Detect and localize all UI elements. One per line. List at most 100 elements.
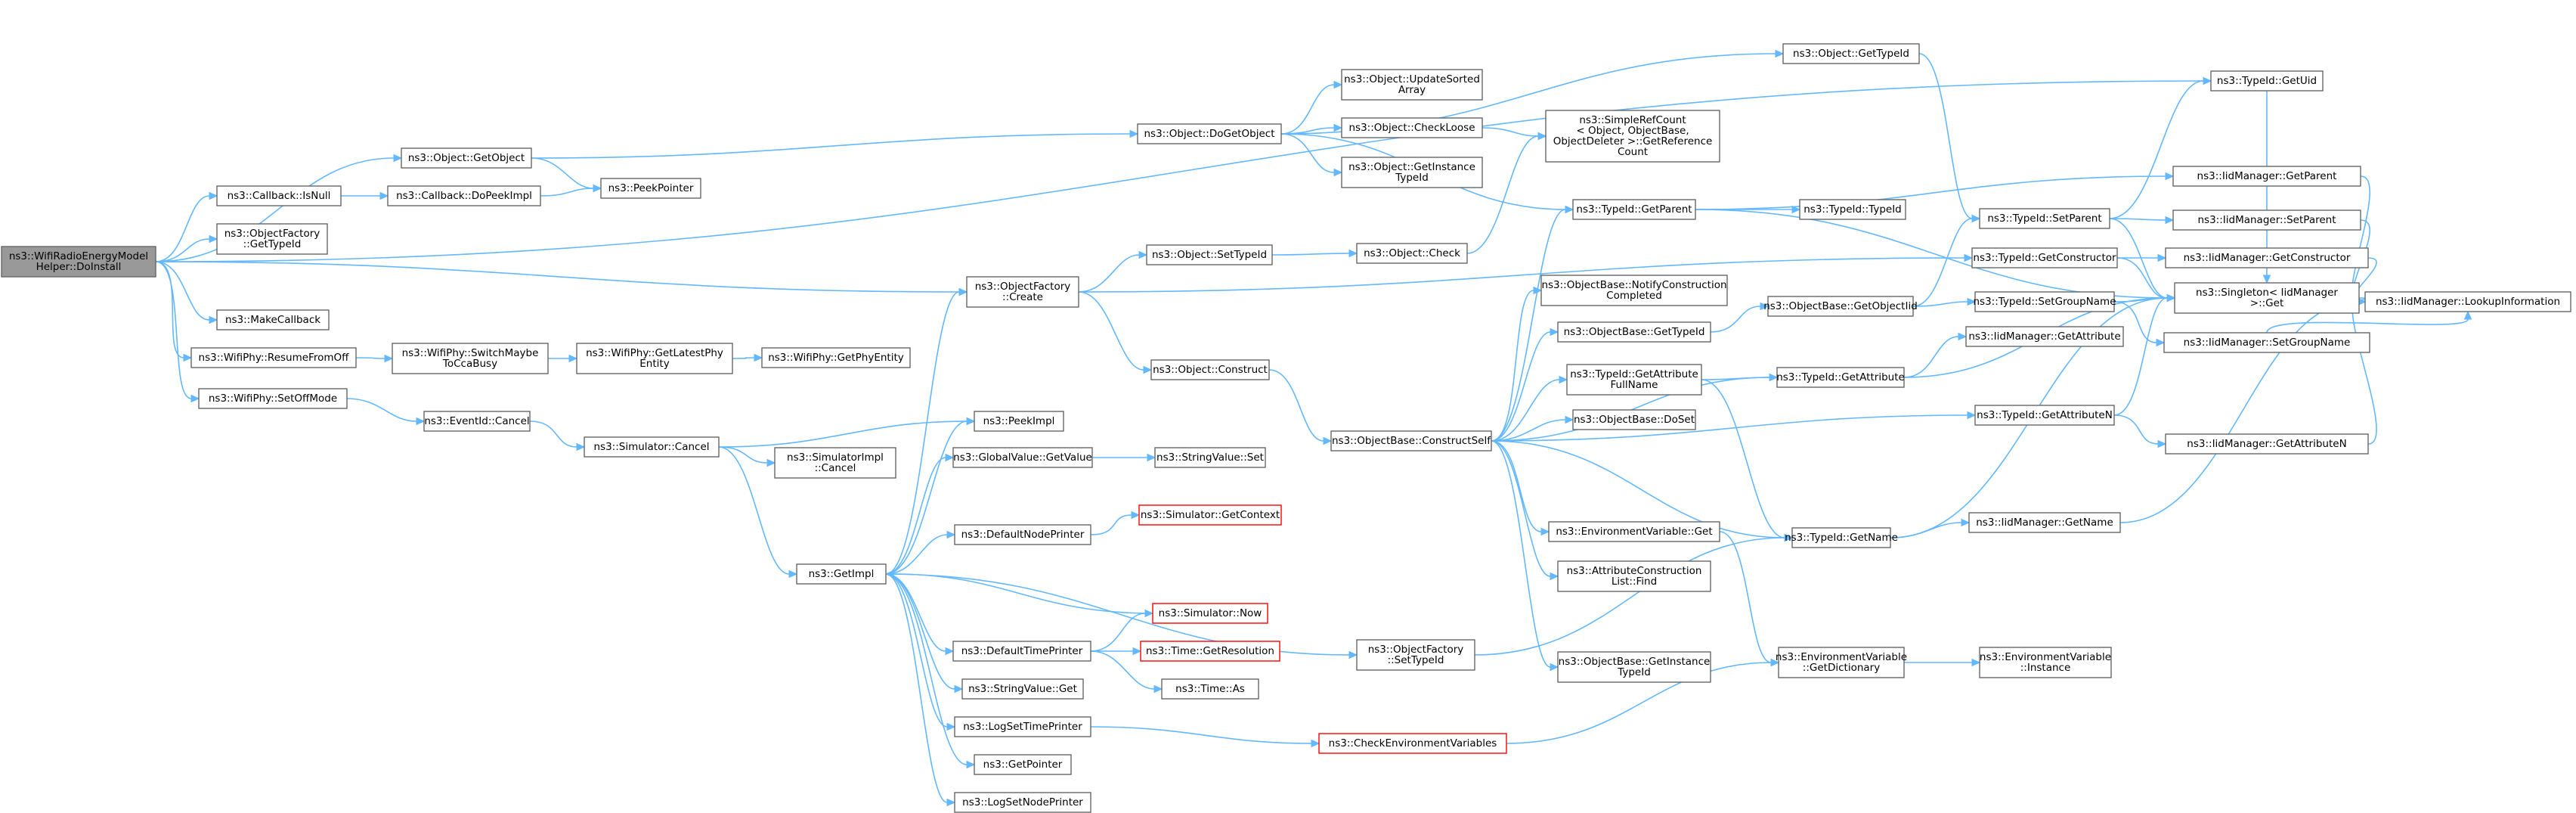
graph-node[interactable]: ns3::Callback::IsNull: [216, 185, 342, 206]
graph-node[interactable]: ns3::ObjectFactory::Create: [966, 276, 1079, 308]
graph-node[interactable]: ns3::LogSetTimePrinter: [954, 716, 1091, 737]
arrowhead: [1967, 297, 1977, 306]
node-label: List::Find: [1612, 576, 1657, 588]
node-box: [1979, 208, 2110, 229]
graph-node[interactable]: ns3::DefaultTimePrinter: [952, 641, 1091, 662]
graph-node[interactable]: ns3::GetPointer: [974, 754, 1072, 775]
graph-node[interactable]: ns3::Object::Construct: [1150, 359, 1270, 380]
graph-node[interactable]: ns3::Object::CheckLoose: [1341, 117, 1483, 138]
graph-node[interactable]: ns3::CheckEnvironmentVariables: [1318, 733, 1507, 754]
graph-node[interactable]: ns3::WifiPhy::SetOffMode: [198, 388, 348, 409]
node-box: [1341, 69, 1483, 101]
graph-node[interactable]: ns3::GlobalValue::GetValue: [952, 447, 1093, 468]
arrowhead: [1550, 572, 1559, 581]
graph-node[interactable]: ns3::LogSetNodePrinter: [954, 792, 1091, 813]
graph-node[interactable]: ns3::TypeId::GetUid: [2210, 70, 2324, 92]
arrowhead: [1760, 302, 1769, 311]
arrowhead: [1784, 533, 1794, 542]
graph-node[interactable]: ns3::ObjectFactory::SetTypeId: [1356, 639, 1475, 671]
node-box: [1540, 275, 1728, 306]
graph-node[interactable]: ns3::EventId::Cancel: [423, 411, 531, 432]
graph-node[interactable]: ns3::TypeId::GetConstructor: [1971, 247, 2118, 268]
graph-node[interactable]: ns3::Simulator::Cancel: [584, 436, 720, 458]
graph-node[interactable]: ns3::Object::GetObject: [401, 147, 532, 169]
graph-node[interactable]: ns3::SimulatorImpl::Cancel: [774, 447, 896, 479]
node-box: [966, 276, 1079, 308]
node-label: ns3::IidManager::GetConstructor: [2184, 252, 2351, 264]
graph-node[interactable]: ns3::Object::Check: [1356, 243, 1468, 264]
graph-node[interactable]: ns3::IidManager::GetName: [1968, 512, 2121, 533]
graph-node[interactable]: ns3::TypeId::GetName: [1785, 527, 1898, 548]
node-box: [954, 792, 1091, 813]
graph-node[interactable]: ns3::Singleton< IidManager >::Get: [2174, 282, 2360, 314]
graph-node[interactable]: ns3::Object::SetTypeId: [1146, 244, 1273, 265]
graph-node[interactable]: ns3::ObjectBase::GetTypeId: [1557, 321, 1711, 343]
call-edge: [885, 457, 946, 575]
graph-node[interactable]: ns3::PeekPointer: [600, 178, 701, 199]
graph-node[interactable]: ns3::WifiPhy::ResumeFromOff: [190, 347, 357, 368]
graph-node[interactable]: ns3::TypeId::GetParent: [1572, 199, 1696, 220]
graph-node[interactable]: ns3::EnvironmentVariable::GetDictionary: [1776, 647, 1907, 678]
graph-node[interactable]: ns3::TypeId::SetParent: [1979, 208, 2110, 229]
node-box: [1968, 512, 2121, 533]
graph-node[interactable]: ns3::Object::DoGetObject: [1137, 123, 1282, 144]
graph-node[interactable]: ns3::MakeCallback: [216, 309, 330, 330]
graph-node[interactable]: ns3::WifiPhy::GetPhyEntity: [761, 347, 911, 368]
graph-node[interactable]: ns3::GetImpl: [796, 563, 887, 585]
node-label: ns3::EnvironmentVariable: [1980, 651, 2111, 663]
node-box: [1974, 291, 2115, 312]
graph-node[interactable]: ns3::Object::GetTypeId: [1782, 43, 1920, 64]
call-edge: [1090, 613, 1146, 652]
graph-node[interactable]: ns3::TypeId::GetAttributeN: [1974, 405, 2115, 426]
call-edge: [885, 291, 960, 575]
graph-node[interactable]: ns3::IidManager::GetParent: [2172, 166, 2361, 187]
graph-node[interactable]: ns3::PeekImpl: [974, 411, 1064, 432]
graph-node[interactable]: ns3::Callback::DoPeekImpl: [387, 185, 541, 206]
graph-node[interactable]: ns3::IidManager::GetConstructor: [2165, 247, 2369, 268]
arrowhead: [1971, 214, 1981, 223]
graph-node[interactable]: ns3::WifiRadioEnergyModelHelper::DoInsta…: [1, 246, 156, 278]
graph-node[interactable]: ns3::ObjectBase::GetObjectIid: [1763, 296, 1918, 317]
graph-node[interactable]: ns3::DefaultNodePrinter: [954, 524, 1091, 545]
call-edge: [1466, 135, 1539, 254]
graph-node[interactable]: ns3::StringValue::Get: [961, 678, 1084, 700]
node-box: [1974, 405, 2115, 426]
graph-node[interactable]: ns3::IidManager::SetParent: [2172, 209, 2361, 231]
graph-node[interactable]: ns3::IidManager::GetAttributeN: [2165, 433, 2369, 455]
graph-node[interactable]: ns3::IidManager::GetAttribute: [1965, 326, 2124, 347]
graph-node[interactable]: ns3::ObjectBase::ConstructSelf: [1330, 430, 1492, 451]
graph-node[interactable]: ns3::EnvironmentVariable::Get: [1548, 521, 1720, 542]
node-box: [2364, 291, 2571, 312]
graph-node[interactable]: ns3::SimpleRefCount< Object, ObjectBase,…: [1545, 110, 1720, 163]
arrowhead: [1537, 132, 1547, 141]
graph-node[interactable]: ns3::TypeId::GetAttribute: [1776, 367, 1905, 388]
arrowhead: [1971, 658, 1981, 667]
call-edge: [1090, 650, 1155, 690]
graph-node[interactable]: ns3::Simulator::Now: [1152, 603, 1268, 624]
arrowhead: [1770, 658, 1780, 667]
node-label: ns3::ObjectFactory: [975, 281, 1071, 293]
graph-node[interactable]: ns3::Time::GetResolution: [1140, 641, 1280, 662]
graph-node[interactable]: ns3::ObjectFactory::GetTypeId: [216, 223, 328, 255]
graph-node[interactable]: ns3::ObjectBase::NotifyConstructionCompl…: [1540, 275, 1728, 306]
graph-node[interactable]: ns3::StringValue::Set: [1154, 447, 1266, 468]
graph-node[interactable]: ns3::Simulator::GetContext: [1138, 504, 1282, 526]
graph-node[interactable]: ns3::EnvironmentVariable::Instance: [1979, 647, 2112, 678]
call-edge: [718, 420, 968, 448]
graph-node[interactable]: ns3::TypeId::TypeId: [1799, 199, 1906, 220]
graph-node[interactable]: ns3::IidManager::SetGroupName: [2163, 332, 2370, 353]
call-edge: [155, 261, 184, 358]
graph-node[interactable]: ns3::TypeId::SetGroupName: [1973, 291, 2116, 312]
node-label: TypeId: [1617, 666, 1651, 678]
graph-node[interactable]: ns3::IidManager::LookupInformation: [2364, 291, 2571, 312]
graph-node[interactable]: ns3::Time::As: [1161, 678, 1259, 700]
node-box: [216, 223, 328, 255]
graph-node[interactable]: ns3::ObjectBase::DoSet: [1572, 409, 1696, 430]
